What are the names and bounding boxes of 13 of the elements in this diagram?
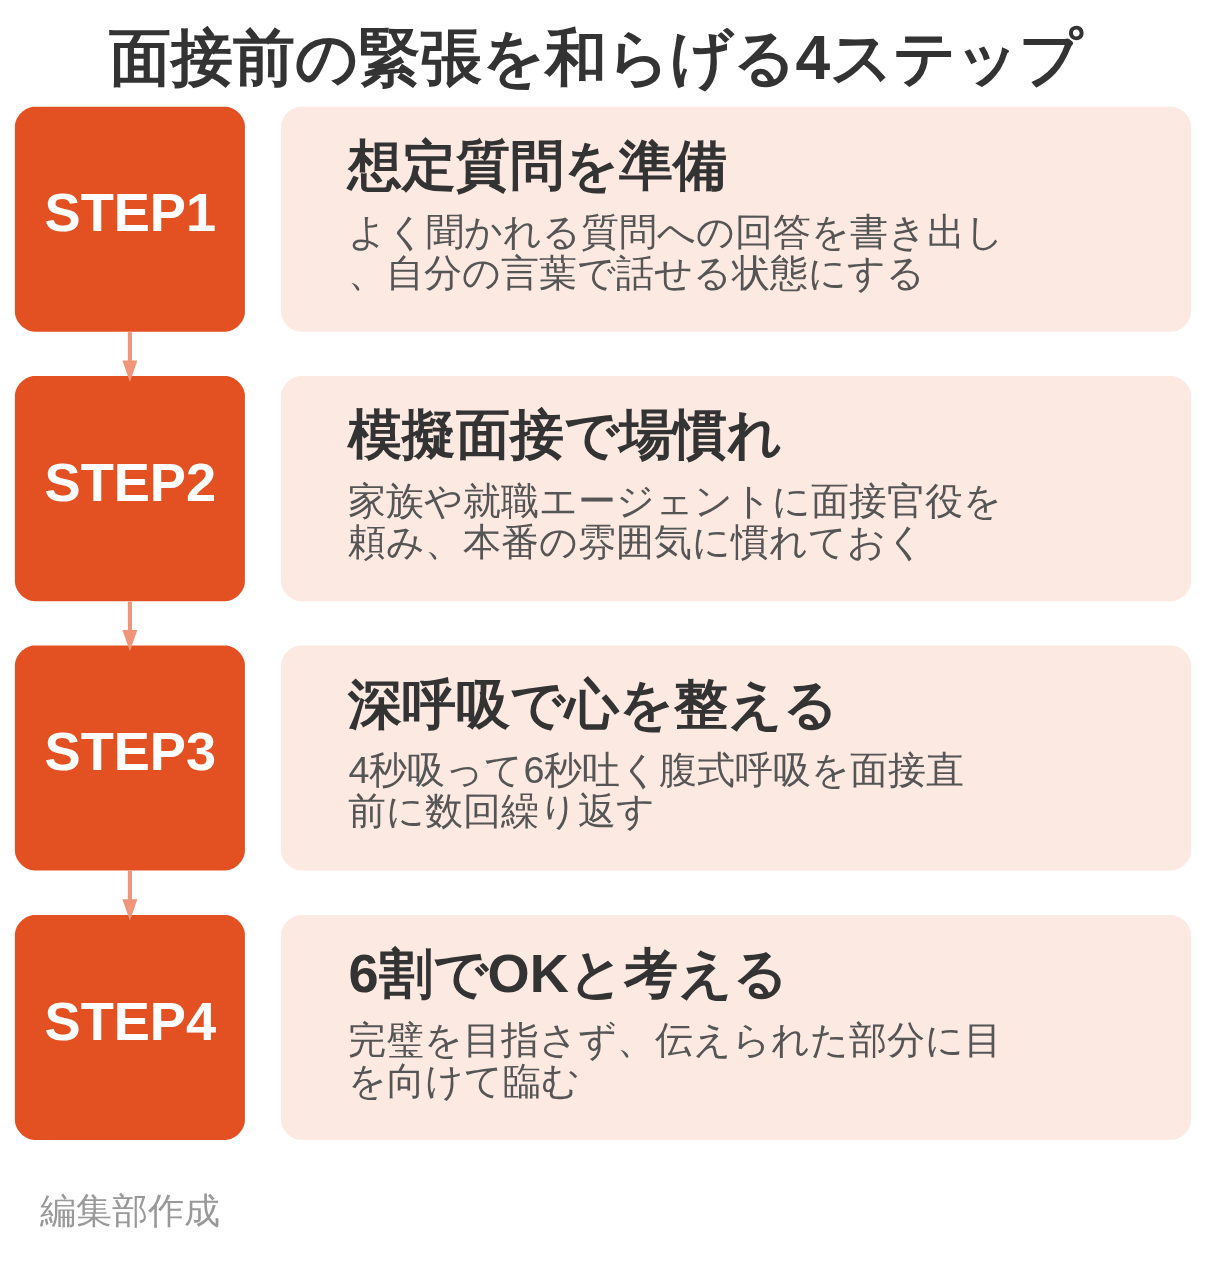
node-box: STEP1 <box>14 106 245 332</box>
node-box: 模擬面接で場慣れ 家族や就職エージェントに面接官役を頼み、本番の雰囲気に慣れておく <box>281 376 1192 602</box>
arrow <box>122 870 138 921</box>
arrow <box>122 601 138 652</box>
node-box: 想定質問を準備 よく聞かれる質問への回答を書き出し、自分の言葉で話せる状態にする <box>281 106 1192 332</box>
diagram-title: 面接前の緊張を和らげる4ステップ <box>108 22 1083 93</box>
node-box: STEP4 <box>14 914 245 1140</box>
arrow <box>122 332 138 382</box>
node-box: 深呼吸で心を整える 4秒吸って6秒吐く腹式呼吸を面接直前に数回繰り返す <box>281 645 1192 871</box>
node-box: STEP3 <box>14 645 245 871</box>
node-box: 6割でOKと考える 完璧を目指さず、伝えられた部分に目を向けて臨む <box>281 914 1192 1140</box>
caption: 編集部作成 <box>39 1190 220 1232</box>
node-box: STEP2 <box>14 376 245 602</box>
